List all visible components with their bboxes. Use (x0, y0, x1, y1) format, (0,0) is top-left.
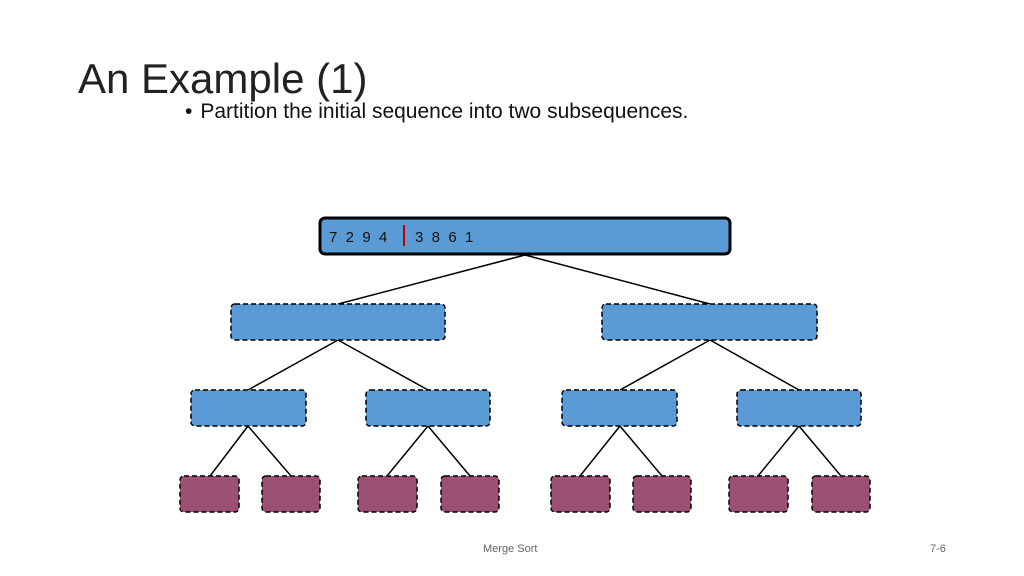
footer-title: Merge Sort (483, 543, 538, 555)
bullet-text: Partition the initial sequence into two … (200, 100, 689, 123)
leaf-node-3 (357, 475, 418, 513)
level-1-node-right (601, 303, 818, 341)
page-number: 7-6 (930, 543, 946, 555)
level-2-node-3 (561, 389, 678, 427)
root-node (318, 216, 732, 256)
level-2-node-2 (365, 389, 491, 427)
edge-rr-2 (798, 425, 842, 477)
level-2-nodes (190, 389, 862, 427)
tree-edges (209, 254, 842, 477)
edge-lr-2 (427, 425, 471, 477)
leaf-node-6 (632, 475, 692, 513)
leaf-nodes (179, 475, 871, 513)
level-1-nodes (230, 303, 818, 341)
level-1-node-left (230, 303, 446, 341)
edge-ll-1 (209, 425, 249, 477)
leaf-node-8 (811, 475, 871, 513)
level-2-node-4 (736, 389, 862, 427)
edge-lr-1 (386, 425, 429, 477)
edge-l-lr (337, 339, 429, 391)
root-right-values: 3 8 6 1 (415, 229, 473, 246)
leaf-node-5 (550, 475, 611, 513)
leaf-node-1 (179, 475, 240, 513)
edge-l-ll (247, 339, 339, 391)
leaf-node-7 (728, 475, 789, 513)
edge-ll-2 (247, 425, 292, 477)
edge-r-rr (709, 339, 800, 391)
slide-title: An Example (1) (78, 55, 368, 102)
edge-rl-1 (579, 425, 621, 477)
leaf-node-4 (440, 475, 500, 513)
bullet-point: • Partition the initial sequence into two… (185, 99, 688, 124)
edge-rl-2 (619, 425, 663, 477)
edge-root-right (524, 254, 711, 305)
edge-r-rl (619, 339, 711, 391)
edge-root-left (337, 254, 526, 305)
bullet-marker: • (185, 100, 193, 123)
edge-rr-1 (757, 425, 800, 477)
level-2-node-1 (190, 389, 307, 427)
root-left-values: 7 2 9 4 (329, 229, 387, 246)
leaf-node-2 (261, 475, 321, 513)
